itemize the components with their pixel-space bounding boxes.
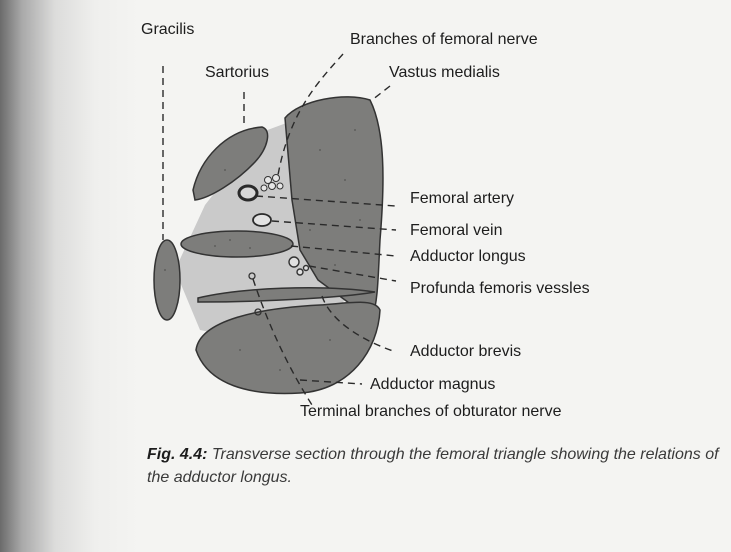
femoral-vein	[253, 214, 271, 226]
label-profunda-vessels: Profunda femoris vessles	[410, 280, 590, 298]
label-sartorius: Sartorius	[205, 64, 269, 82]
label-femoral-nerve-branches: Branches of femoral nerve	[350, 31, 538, 49]
label-adductor-brevis: Adductor brevis	[410, 343, 521, 361]
label-femoral-artery: Femoral artery	[410, 190, 514, 208]
label-adductor-longus: Adductor longus	[410, 248, 526, 266]
figure-number: Fig. 4.4:	[147, 446, 207, 463]
gracilis-muscle	[154, 240, 180, 320]
adductor-longus-muscle	[181, 231, 293, 257]
figure-caption: Fig. 4.4: Transverse section through the…	[147, 443, 727, 489]
caption-text: Transverse section through the femoral t…	[147, 446, 719, 486]
label-adductor-magnus: Adductor magnus	[370, 376, 495, 394]
label-gracilis: Gracilis	[141, 21, 194, 39]
label-obturator-branches: Terminal branches of obturator nerve	[300, 403, 561, 421]
label-femoral-vein: Femoral vein	[410, 222, 502, 240]
label-vastus-medialis: Vastus medialis	[389, 64, 500, 82]
femoral-artery	[239, 186, 257, 200]
